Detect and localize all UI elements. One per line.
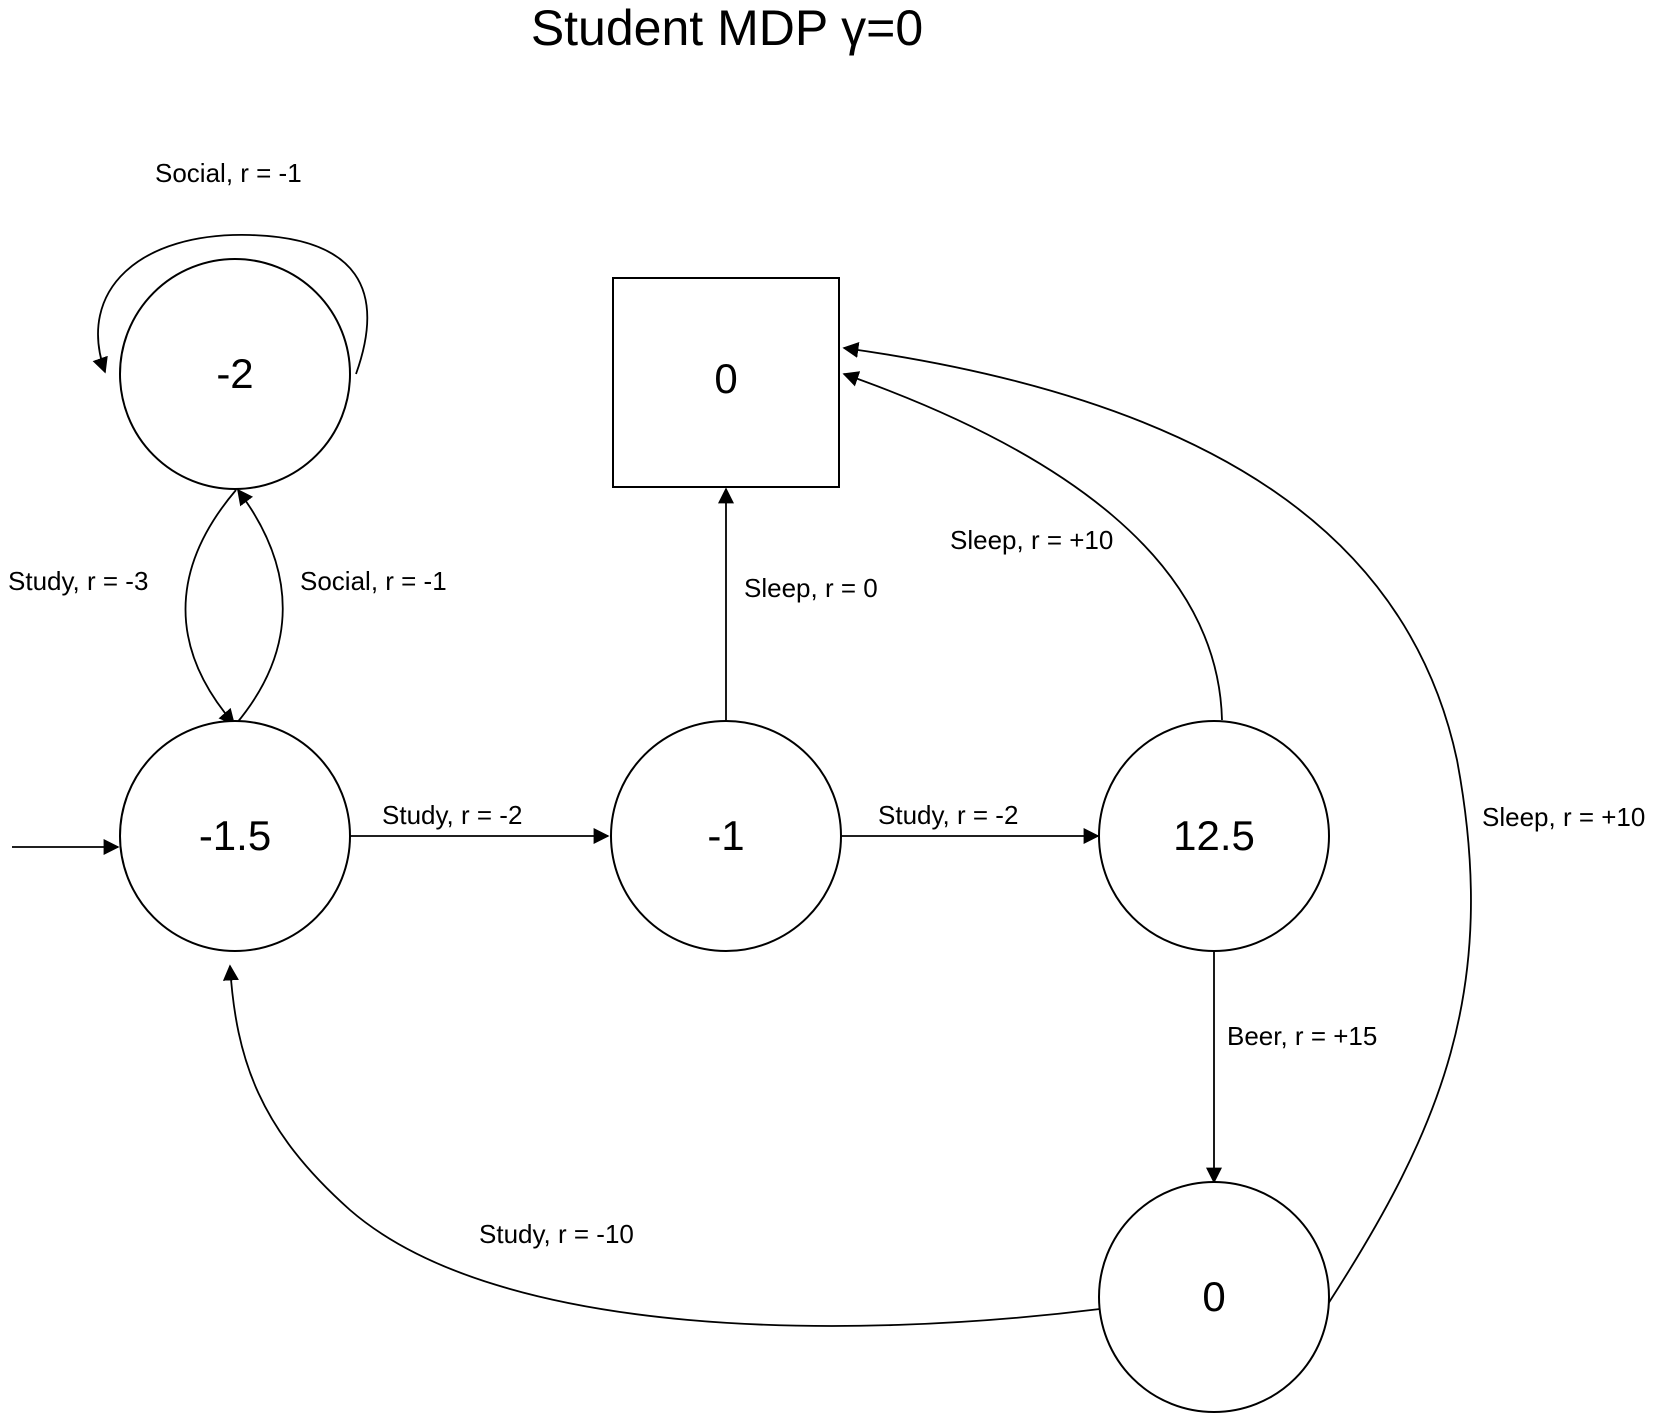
edge-facebook-self-loop bbox=[92, 234, 369, 375]
edge-class3-to-sleep bbox=[842, 371, 1223, 721]
edge-pub-to-class1 bbox=[222, 964, 1101, 1327]
edge-facebook-to-class1 bbox=[184, 489, 237, 726]
edge-label-class2-to-class3: Study, r = -2 bbox=[878, 800, 1018, 830]
edge-label-class1-to-class2: Study, r = -2 bbox=[382, 800, 522, 830]
state-value-pub: 0 bbox=[1202, 1273, 1225, 1320]
state-node-class3 bbox=[1098, 720, 1330, 952]
edge-label-class1-to-facebook: Social, r = -1 bbox=[300, 566, 447, 596]
diagram-title: Student MDP γ=0 bbox=[531, 0, 923, 56]
state-node-class1 bbox=[119, 720, 351, 952]
state-node-facebook bbox=[119, 258, 351, 490]
edge-label-class2-to-sleep: Sleep, r = 0 bbox=[744, 573, 878, 603]
edge-label-facebook-to-class1: Study, r = -3 bbox=[8, 566, 148, 596]
state-node-class2 bbox=[610, 720, 842, 952]
state-node-pub bbox=[1098, 1181, 1330, 1413]
terminal-node-sleep bbox=[612, 277, 840, 488]
edge-label-facebook-self: Social, r = -1 bbox=[155, 158, 302, 188]
edge-label-pub-to-class1: Study, r = -10 bbox=[479, 1219, 634, 1249]
edge-class1-to-facebook bbox=[235, 488, 284, 725]
edge-label-class3-to-pub: Beer, r = +15 bbox=[1227, 1021, 1377, 1051]
edge-label-pub-to-sleep: Sleep, r = +10 bbox=[1482, 802, 1645, 832]
terminal-value-sleep: 0 bbox=[714, 355, 737, 402]
edge-label-class3-to-sleep: Sleep, r = +10 bbox=[950, 525, 1113, 555]
state-value-class3: 12.5 bbox=[1173, 812, 1255, 859]
state-value-class1: -1.5 bbox=[199, 812, 271, 859]
edge-pub-to-sleep bbox=[842, 342, 1472, 1305]
state-value-facebook: -2 bbox=[216, 350, 253, 397]
state-value-class2: -1 bbox=[707, 812, 744, 859]
